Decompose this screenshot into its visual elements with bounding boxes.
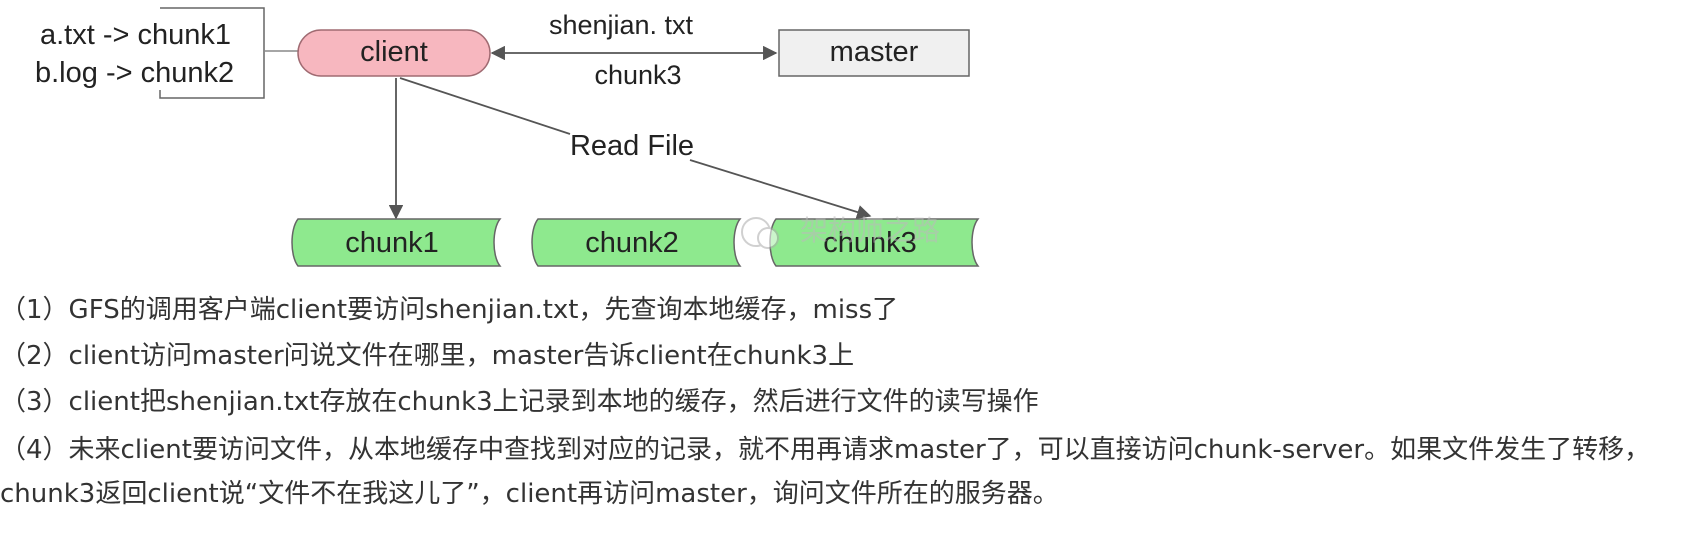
read-file-edge — [399, 77, 571, 135]
master-node: master — [778, 29, 970, 77]
master-label: master — [830, 36, 919, 68]
step-3: （3）client把shenjian.txt存放在chunk3上记录到本地的缓存… — [0, 387, 1039, 417]
edge-response-label: chunk3 — [594, 60, 681, 90]
step-1: （1）GFS的调用客户端client要访问shenjian.txt，先查询本地缓… — [0, 295, 899, 325]
chunk1-node: chunk1 — [291, 218, 502, 267]
read-file-label: Read File — [570, 130, 694, 162]
client-label: client — [360, 36, 428, 68]
cache-entry-1: a.txt -> chunk1 — [40, 19, 231, 51]
cache-entry-2: b.log -> chunk2 — [35, 57, 234, 89]
watermark-text: 架构师之路 — [800, 214, 940, 247]
read-file-edge-2 — [689, 159, 872, 220]
chunk2-node: chunk2 — [531, 218, 742, 267]
local-cache-note: a.txt -> chunk1 b.log -> chunk2 — [35, 7, 265, 99]
step-2: （2）client访问master问说文件在哪里，master告诉client在… — [0, 341, 855, 371]
chunk2-label: chunk2 — [585, 227, 679, 259]
chunk3-node: chunk3 — [769, 218, 980, 267]
chunk3-label: chunk3 — [823, 227, 917, 259]
edge-request-label: shenjian. txt — [549, 10, 694, 40]
chunk1-label: chunk1 — [345, 227, 439, 259]
watermark: 架构师之路 — [741, 214, 940, 249]
gfs-diagram: a.txt -> chunk1 b.log -> chunk2 client m… — [35, 7, 980, 267]
client-node: client — [297, 29, 491, 77]
step-4: （4）未来client要访问文件，从本地缓存中查找到对应的记录，就不用再请求ma… — [0, 435, 1651, 509]
